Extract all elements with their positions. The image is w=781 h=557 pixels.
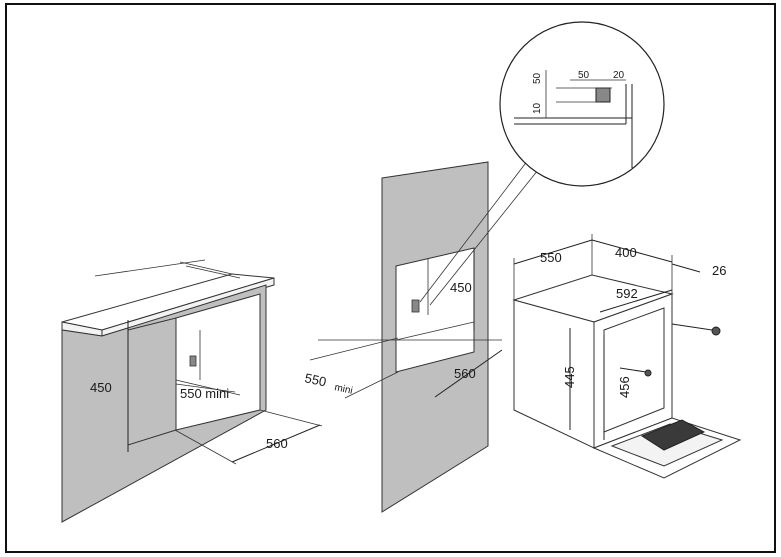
tall-opening-floor (395, 321, 475, 341)
left-depth-label: 550 mini (180, 386, 229, 401)
detail-magnifier: 50 10 50 20 (419, 21, 665, 306)
magnifier-leader-1 (419, 159, 529, 303)
detail-label-50-h: 50 (578, 70, 590, 81)
oven-inner-height-label: 456 (617, 376, 632, 398)
countertop-line-2 (179, 261, 233, 275)
screw-line-top (671, 323, 713, 331)
tall-cabinet: 450 550 mini 560 (303, 161, 503, 513)
bracket-left (189, 355, 197, 367)
oven-depth-label: 550 (540, 250, 562, 265)
left-width-label: 560 (266, 436, 288, 451)
screw-line-front (619, 367, 647, 373)
detail-circle (499, 21, 665, 187)
screw-top-icon (711, 326, 721, 336)
left-width-ext-2 (259, 409, 323, 427)
oven-width-dim (591, 239, 673, 263)
screw-front-icon (644, 369, 652, 377)
oven-door-glass (640, 419, 706, 451)
diagram-border (5, 3, 776, 553)
detail-bracket (595, 87, 611, 103)
countertop-side (101, 277, 275, 337)
oven: 550 400 26 592 445 456 (512, 234, 742, 479)
magnifier-leader-2 (429, 169, 539, 306)
tall-width-label: 560 (454, 366, 476, 381)
tall-cabinet-opening (395, 247, 475, 373)
left-width-ext-1 (174, 429, 237, 465)
left-width-dim-line (231, 424, 321, 463)
tall-depth-ext-2 (344, 371, 399, 399)
detail-label-50-v: 50 (532, 72, 543, 84)
oven-height-label: 445 (562, 366, 577, 388)
oven-offset-label: 26 (712, 263, 726, 278)
oven-front-width-label: 592 (616, 286, 638, 301)
detail-label-10-v: 10 (532, 102, 543, 114)
countertop-line-1 (94, 259, 206, 277)
detail-label-20: 20 (613, 70, 625, 81)
opening-floor-line (175, 379, 241, 396)
oven-front-width-dim (599, 289, 673, 313)
oven-width-label: 400 (615, 245, 637, 260)
oven-depth-dim (513, 239, 593, 265)
left-depth-dim-line (175, 383, 236, 393)
bracket-right (411, 299, 420, 313)
tall-depth-label: 550 (303, 370, 327, 389)
tall-height-label: 450 (450, 280, 472, 295)
tall-width-dim-line (434, 349, 503, 398)
left-cabinet: 450 550 mini 560 (61, 259, 323, 523)
cabinet-opening (175, 293, 261, 431)
countertop-line-3 (185, 265, 241, 279)
left-height-label: 450 (90, 380, 112, 395)
tall-depth-suffix: mini (333, 382, 353, 397)
tall-depth-dim-line (309, 337, 399, 361)
cabinet-front-left (127, 317, 177, 446)
oven-offset-dim (671, 263, 701, 273)
oven-side (513, 299, 595, 449)
